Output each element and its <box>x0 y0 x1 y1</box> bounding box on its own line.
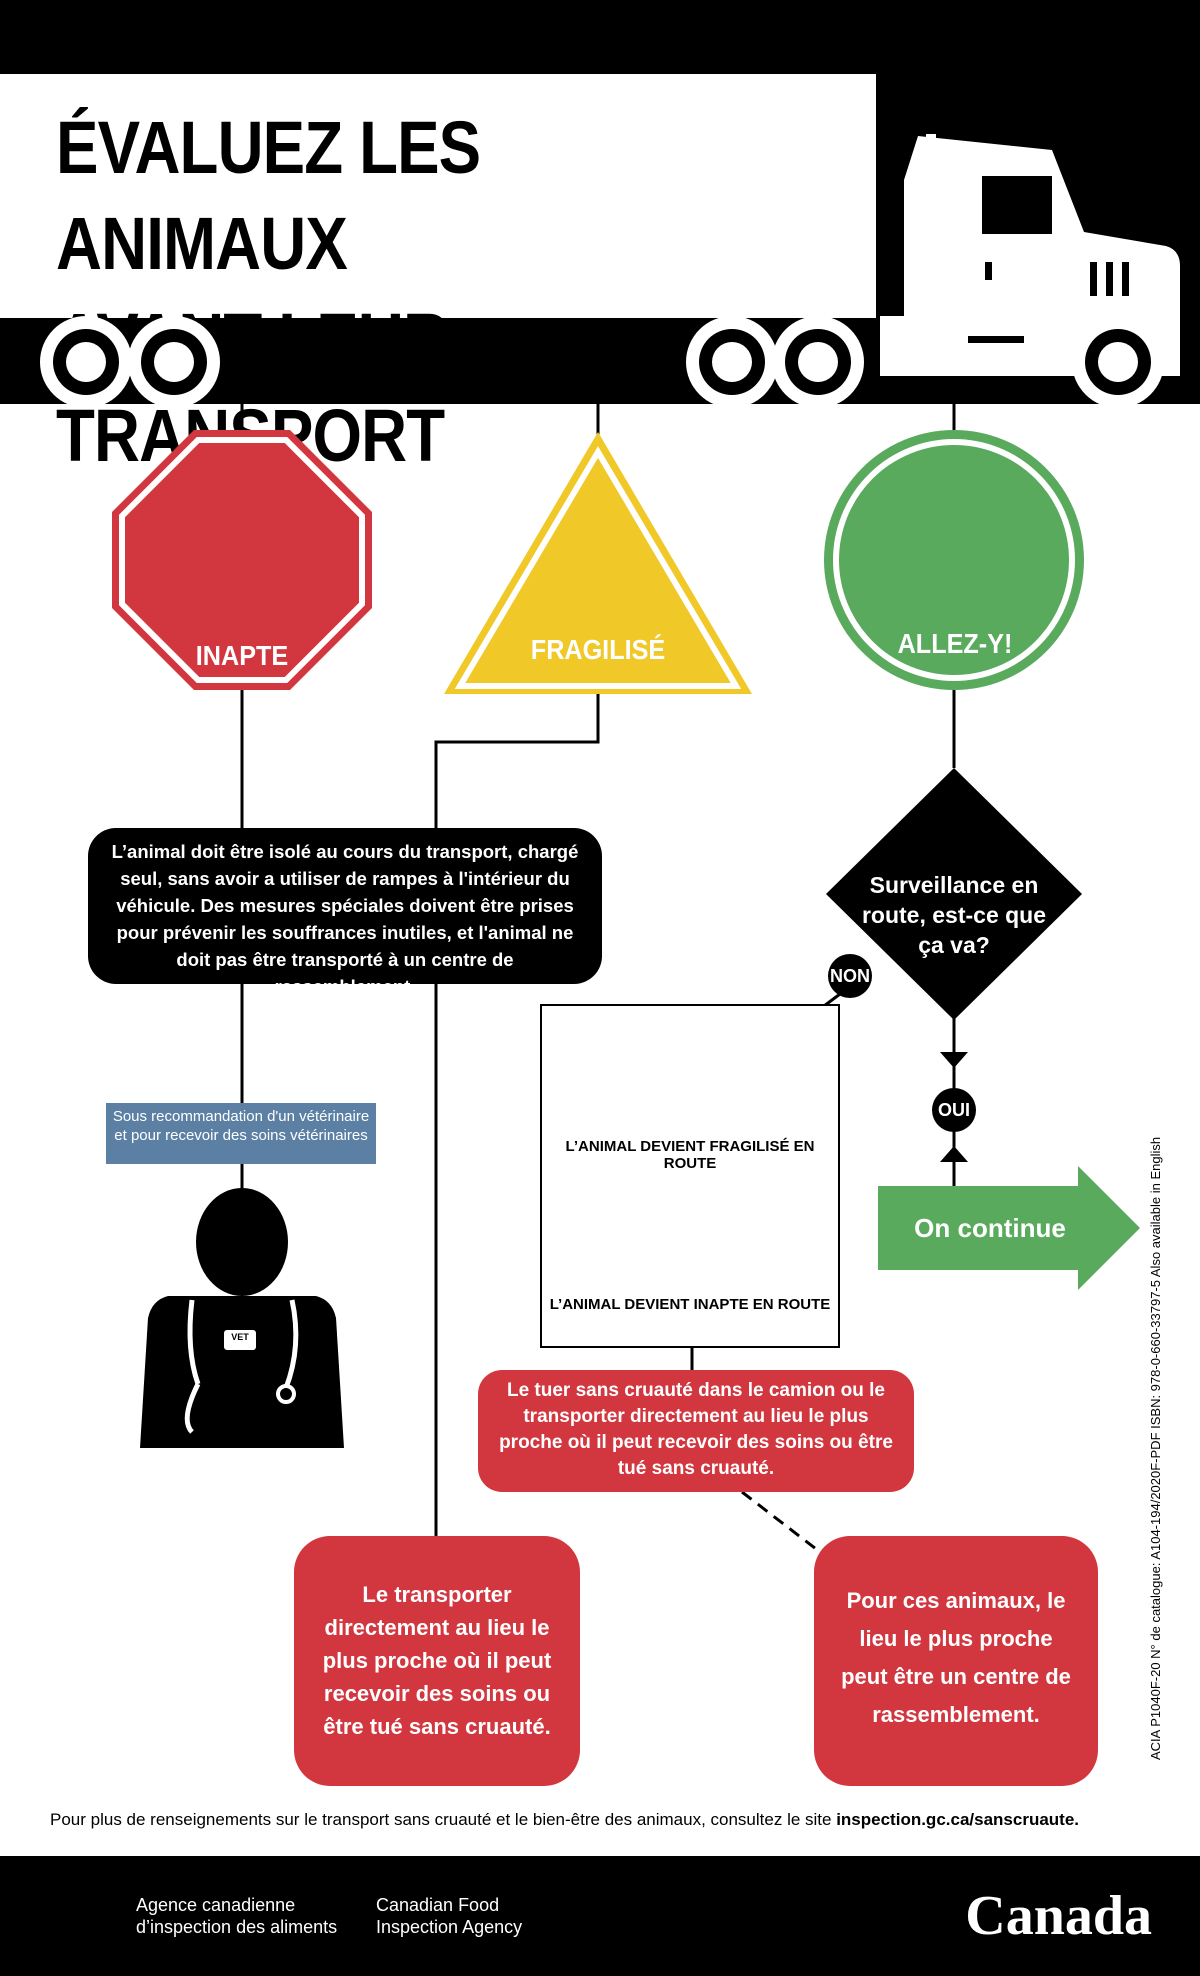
decision-question: Surveillance en route, est-ce que ça va? <box>861 872 1047 958</box>
unfit-label: INAPTE <box>195 640 289 671</box>
compromised-action-box: Le transporter directement au lieu le pl… <box>294 1536 580 1786</box>
agency-fr-line1: Agence canadienne <box>136 1895 296 1915</box>
humane-kill-text: Le tuer sans cruauté dans le camion ou l… <box>499 1380 893 1479</box>
compromised-label: FRAGILISÉ <box>530 634 666 665</box>
compromised-action-text: Le transporter directement au lieu le pl… <box>322 1582 552 1739</box>
vet-badge: VET <box>231 1332 249 1342</box>
agency-name-en: Canadian Food Inspection Agency <box>376 1894 522 1938</box>
yes-label: OUI <box>932 1088 976 1132</box>
continue-label: On continue <box>914 1213 1066 1243</box>
unfit-instructions-text: L’animal doit être isolé au cours du tra… <box>111 841 579 997</box>
truck-wheels-icon <box>40 316 1164 408</box>
veterinarian-icon <box>140 1188 344 1448</box>
caption-compromised: L’ANIMAL DEVIENT FRAGILISÉ EN ROUTE <box>565 1138 815 1172</box>
no-label: NON <box>828 954 872 998</box>
go-circle-sign <box>824 430 1084 690</box>
go-label: ALLEZ-Y! <box>897 628 1013 659</box>
assembly-note-text: Pour ces animaux, le lieu le plus proche… <box>841 1588 1071 1727</box>
en-route-box: L’ANIMAL DEVIENT FRAGILISÉ EN ROUTE L’AN… <box>540 1004 840 1348</box>
continue-arrow <box>878 1166 1140 1290</box>
unfit-instructions-box: L’animal doit être isolé au cours du tra… <box>88 828 602 997</box>
title-line-1: ÉVALUEZ LES ANIMAUX <box>56 106 481 285</box>
info-link[interactable]: inspection.gc.ca/sanscruaute. <box>836 1810 1080 1829</box>
arrow-down-icon <box>940 1052 968 1068</box>
agency-name-fr: Agence canadienne d’inspection des alime… <box>136 1894 337 1938</box>
info-text: Pour plus de renseignements sur le trans… <box>50 1810 837 1829</box>
assembly-note-box: Pour ces animaux, le lieu le plus proche… <box>814 1536 1098 1786</box>
title-panel <box>0 74 876 318</box>
agency-en-line2: Inspection Agency <box>376 1917 523 1937</box>
info-line: Pour plus de renseignements sur le trans… <box>50 1810 1170 1830</box>
footer <box>0 1856 1200 1976</box>
agency-en-line1: Canadian Food <box>376 1895 500 1915</box>
compromised-triangle-sign <box>444 432 752 694</box>
vet-note: Sous recommandation d'un vétérinaire et … <box>106 1103 376 1164</box>
caption-unfit: L’ANIMAL DEVIENT INAPTE EN ROUTE <box>549 1296 831 1313</box>
canada-wordmark: Canada <box>965 1885 1152 1947</box>
humane-kill-box: Le tuer sans cruauté dans le camion ou l… <box>478 1370 914 1492</box>
arrow-up-icon <box>940 1146 968 1162</box>
agency-fr-line2: d’inspection des aliments <box>136 1917 338 1937</box>
unfit-octagon-sign <box>112 430 372 690</box>
catalogue-note: ACIA P1040F-20 N° de catalogue: A104-194… <box>1148 1136 1163 1760</box>
decision-diamond <box>826 768 1082 1020</box>
